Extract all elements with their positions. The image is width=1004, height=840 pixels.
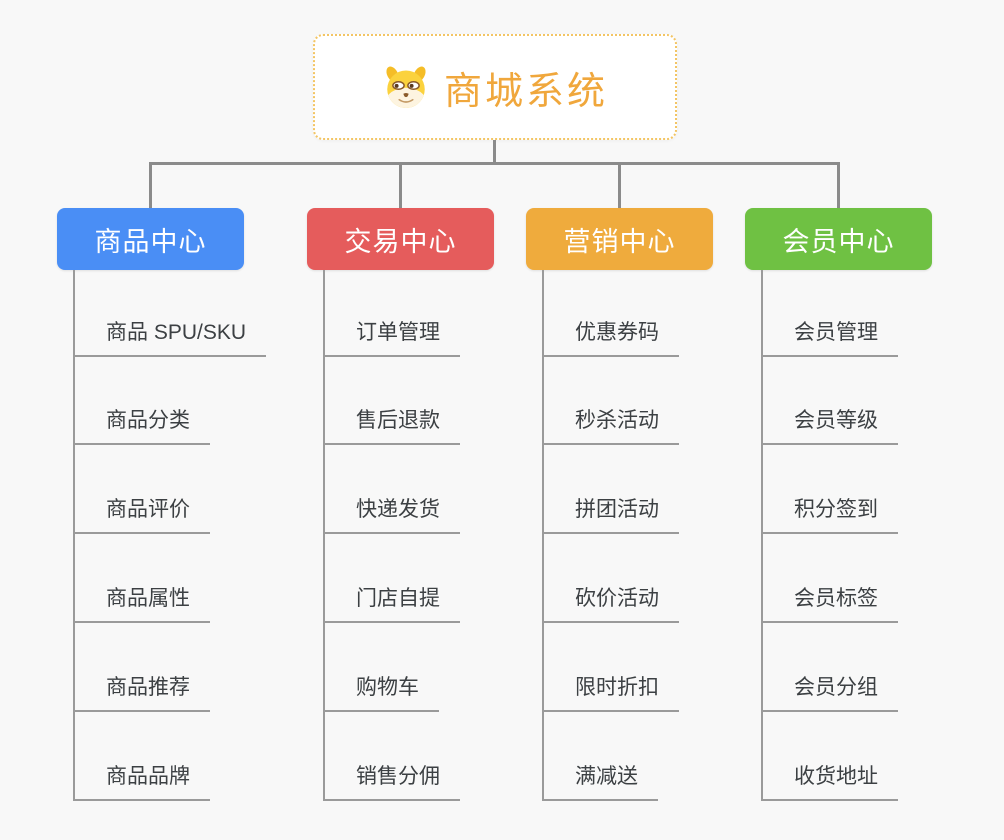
connector-branch-3 xyxy=(618,162,621,209)
leaf-node[interactable]: 秒杀活动 xyxy=(542,407,679,445)
leaf-node[interactable]: 商品评价 xyxy=(73,496,210,534)
leaf-node[interactable]: 商品推荐 xyxy=(73,674,210,712)
leaf-node[interactable]: 积分签到 xyxy=(761,496,898,534)
branch-header-1[interactable]: 商品中心 xyxy=(57,208,244,270)
root-node[interactable]: 商城系统 xyxy=(313,34,677,140)
leaf-node[interactable]: 会员分组 xyxy=(761,674,898,712)
branch-header-4[interactable]: 会员中心 xyxy=(745,208,932,270)
leaf-node[interactable]: 销售分佣 xyxy=(323,763,460,801)
connector-horizontal-rail xyxy=(149,162,840,165)
leaf-node[interactable]: 售后退款 xyxy=(323,407,460,445)
leaf-node[interactable]: 优惠券码 xyxy=(542,319,679,357)
leaf-node[interactable]: 会员标签 xyxy=(761,585,898,623)
branch-column-line xyxy=(761,270,763,801)
leaf-node[interactable]: 限时折扣 xyxy=(542,674,679,712)
branch-column-line xyxy=(323,270,325,801)
connector-root-stem xyxy=(493,140,496,164)
branch-header-3[interactable]: 营销中心 xyxy=(526,208,713,270)
leaf-node[interactable]: 商品品牌 xyxy=(73,763,210,801)
leaf-node[interactable]: 购物车 xyxy=(323,674,439,712)
root-title: 商城系统 xyxy=(443,70,608,113)
branch-column-line xyxy=(73,270,75,801)
leaf-node[interactable]: 商品 SPU/SKU xyxy=(73,319,267,357)
doge-face-icon xyxy=(386,66,426,108)
leaf-node[interactable]: 拼团活动 xyxy=(542,496,679,534)
leaf-node[interactable]: 商品分类 xyxy=(73,407,210,445)
leaf-node[interactable]: 会员等级 xyxy=(761,407,898,445)
leaf-node[interactable]: 商品属性 xyxy=(73,585,210,623)
connector-branch-2 xyxy=(399,162,402,209)
leaf-node[interactable]: 门店自提 xyxy=(323,585,460,623)
leaf-node[interactable]: 砍价活动 xyxy=(542,585,679,623)
connector-branch-4 xyxy=(837,162,840,209)
connector-branch-1 xyxy=(149,162,152,209)
leaf-node[interactable]: 收货地址 xyxy=(761,763,898,801)
leaf-node[interactable]: 会员管理 xyxy=(761,319,898,357)
branch-column-line xyxy=(542,270,544,801)
leaf-node[interactable]: 满减送 xyxy=(542,763,658,801)
leaf-node[interactable]: 订单管理 xyxy=(323,319,460,357)
branch-header-2[interactable]: 交易中心 xyxy=(307,208,494,270)
leaf-node[interactable]: 快递发货 xyxy=(323,496,460,534)
